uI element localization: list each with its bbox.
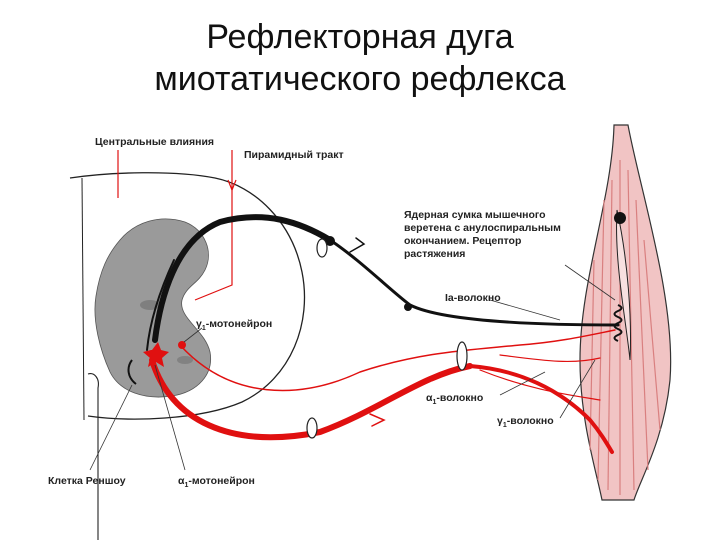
ia-fiber-nerve bbox=[328, 238, 620, 327]
title-line-2: миотатического рефлекса bbox=[154, 60, 566, 98]
leader-gamma-fiber bbox=[559, 359, 596, 419]
label-spindle-2: веретена с анулоспиральным bbox=[404, 222, 561, 234]
dorsal-root-ganglion bbox=[325, 236, 335, 246]
descending-arrow bbox=[227, 179, 237, 192]
alpha-fiber-to-muscle bbox=[468, 364, 614, 454]
neurons bbox=[127, 341, 186, 385]
muscle-fiber bbox=[627, 169, 635, 491]
nerve-sheath bbox=[316, 238, 328, 258]
leader-renshaw bbox=[89, 384, 133, 471]
alpha-fiber-text: -волокно bbox=[436, 392, 483, 404]
label-spindle-1: Ядерная сумка мышечного bbox=[404, 209, 546, 221]
gamma-fiber-subscript: 1 bbox=[503, 422, 507, 429]
ia-fiber-direction-arrow bbox=[349, 237, 366, 253]
alpha-fiber-symbol: α bbox=[426, 392, 433, 404]
gamma-motoneuron-symbol: γ bbox=[196, 318, 202, 330]
pyramidal-tract-line bbox=[194, 150, 233, 301]
muscle-spindle bbox=[613, 209, 631, 361]
alpha-motoneuron-subscript: 1 bbox=[184, 482, 188, 489]
renshaw-cell bbox=[127, 359, 137, 385]
efferent-fibers bbox=[149, 329, 616, 454]
slide-title: Рефлекторная дуга миотатического рефлекс… bbox=[0, 16, 720, 100]
label-gamma-fiber: γ1-волокно bbox=[497, 415, 554, 429]
leader-lines bbox=[89, 264, 616, 471]
ia-fiber-dorsal-root bbox=[152, 214, 333, 343]
leader-alpha-fiber bbox=[499, 371, 546, 396]
muscle-fiber bbox=[635, 199, 649, 471]
label-renshaw-cell: Клетка Реншоу bbox=[48, 475, 126, 487]
spinal-cord-dorsal-edge bbox=[87, 373, 99, 540]
alpha-fiber-direction-arrow bbox=[369, 413, 386, 427]
leader-ia bbox=[489, 299, 561, 321]
alpha-motoneuron-soma bbox=[143, 342, 169, 367]
spindle-top-ending bbox=[614, 212, 626, 224]
label-gamma-motoneuron: γ1-мотонейрон bbox=[196, 318, 272, 332]
ia-afferent-fiber bbox=[146, 214, 620, 351]
nerve-sheath bbox=[456, 341, 468, 371]
label-spindle-4: растяжения bbox=[404, 248, 465, 260]
spinal-cord-midline bbox=[81, 177, 85, 421]
descending-pathways bbox=[117, 150, 237, 301]
gamma-fiber-branch bbox=[479, 369, 601, 401]
gamma-fiber-branch bbox=[499, 354, 601, 363]
gray-matter-fleck bbox=[177, 356, 193, 364]
gamma-motoneuron-text: -мотонейрон bbox=[206, 318, 273, 330]
leader-spindle bbox=[564, 264, 616, 301]
gamma-motoneuron-subscript: 1 bbox=[202, 325, 206, 332]
gamma-fiber-text: -волокно bbox=[507, 415, 554, 427]
title-line-1: Рефлекторная дуга bbox=[206, 18, 514, 56]
annulospiral-ending bbox=[613, 304, 623, 342]
leader-gamma-motoneuron bbox=[183, 327, 203, 343]
ia-node bbox=[404, 303, 412, 311]
ia-fiber-branch bbox=[146, 259, 175, 351]
gamma-fiber bbox=[179, 329, 616, 392]
muscle-fiber bbox=[607, 179, 613, 491]
label-central-influences: Центральные влияния bbox=[95, 136, 214, 148]
label-alpha-motoneuron: α1-мотонейрон bbox=[178, 475, 255, 489]
label-spindle-3: окончанием. Рецептор bbox=[404, 235, 521, 247]
alpha-fiber-ventral-root bbox=[149, 357, 473, 441]
alpha-motoneuron-text: -мотонейрон bbox=[188, 475, 255, 487]
gamma-motoneuron-soma bbox=[178, 341, 186, 349]
alpha-fiber-subscript: 1 bbox=[432, 399, 436, 406]
label-ia-fiber: Ia-волокно bbox=[445, 292, 501, 304]
label-alpha-fiber: α1-волокно bbox=[426, 392, 483, 406]
label-pyramidal-tract: Пирамидный тракт bbox=[244, 149, 344, 161]
muscle-fiber bbox=[643, 239, 661, 431]
gamma-fiber-symbol: γ bbox=[497, 415, 503, 427]
nerve-sheaths bbox=[306, 238, 468, 439]
alpha-motoneuron-symbol: α bbox=[178, 475, 185, 487]
leader-alpha-motoneuron bbox=[154, 364, 186, 471]
spindle-capsule bbox=[616, 209, 631, 361]
nerve-sheath bbox=[306, 417, 318, 439]
